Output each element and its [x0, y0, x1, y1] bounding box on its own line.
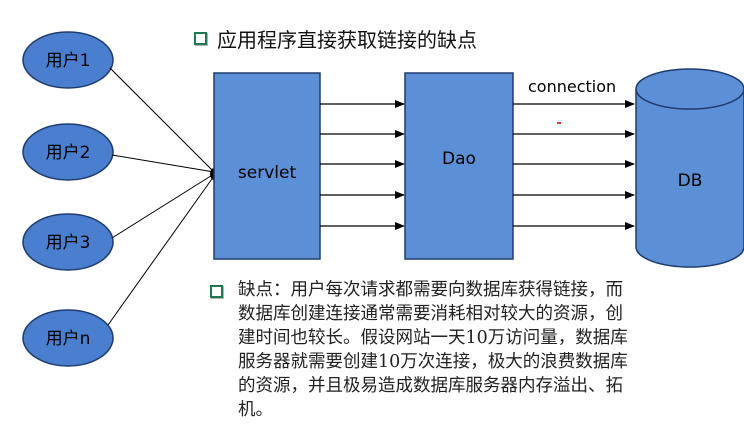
- user-node-2: 用户2: [22, 123, 114, 181]
- user-label-2: 用户2: [46, 143, 91, 163]
- dao-to-db-arrows: [513, 100, 635, 230]
- servlet-to-dao-arrows: [320, 100, 405, 230]
- servlet-label: servlet: [238, 163, 297, 183]
- db-label: DB: [678, 171, 703, 191]
- user-connector-lines: [107, 67, 215, 326]
- servlet-box: servlet: [213, 72, 321, 260]
- user-node-1: 用户1: [22, 31, 114, 89]
- checkbox-icon: [210, 285, 223, 298]
- heading-text: 应用程序直接获取链接的缺点: [217, 28, 477, 52]
- connector-user1: [109, 67, 215, 173]
- user-node-3: 用户3: [22, 213, 114, 271]
- connector-user3: [111, 173, 215, 239]
- connector-user2: [111, 154, 215, 173]
- description-block: 缺点：用户每次请求都需要向数据库获得链接，而 数据库创建连接通常需要消耗相对较大…: [210, 278, 730, 422]
- connector-usern: [107, 175, 215, 326]
- user-label-n: 用户n: [46, 329, 91, 349]
- heading: 应用程序直接获取链接的缺点: [194, 24, 477, 53]
- user-label-1: 用户1: [46, 51, 91, 71]
- checkbox-icon: [194, 32, 207, 45]
- connection-label: connection: [528, 77, 616, 96]
- user-node-n: 用户n: [22, 309, 114, 367]
- dao-box: Dao: [404, 72, 514, 260]
- dao-label: Dao: [442, 149, 476, 169]
- db-cylinder: DB: [635, 68, 744, 268]
- user-label-3: 用户3: [46, 233, 91, 253]
- description-text: 缺点：用户每次请求都需要向数据库获得链接，而 数据库创建连接通常需要消耗相对较大…: [238, 280, 628, 420]
